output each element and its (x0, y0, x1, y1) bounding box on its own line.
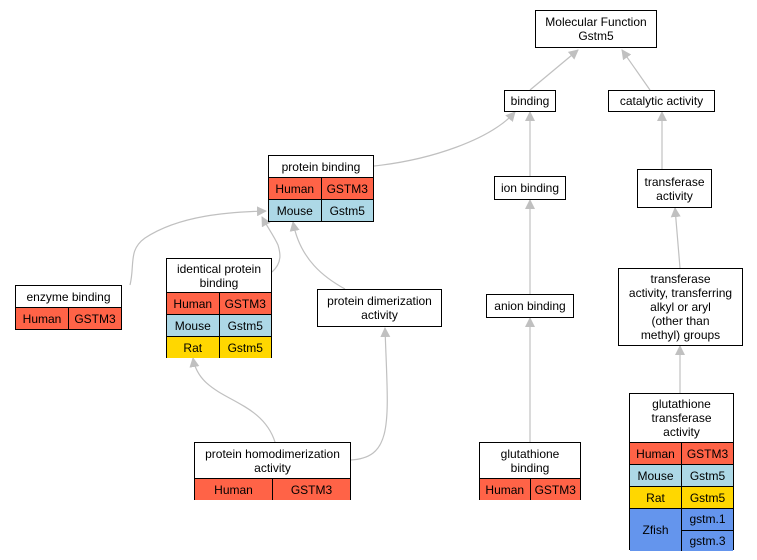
gene-label[interactable]: gstm.3 (682, 530, 733, 551)
gene-label[interactable]: gstm.1 (689, 512, 726, 526)
node-molecular-function[interactable]: Molecular Function Gstm5 (535, 10, 657, 48)
edge-dimerization-to-protein-binding (289, 221, 346, 290)
gene-label[interactable]: Gstm5 (681, 464, 733, 487)
node-catalytic-activity-label: catalytic activity (619, 94, 704, 108)
gene-label[interactable]: Gstm5 (320, 199, 373, 221)
edge-homodimerization-to-identical (189, 357, 276, 443)
species-label: Mouse (269, 199, 321, 221)
gene-label[interactable]: GSTM3 (218, 292, 271, 315)
node-identical-protein-binding-label: identical protein binding (176, 261, 262, 290)
node-protein-dimerization-activity-label: protein dimerization activity (327, 294, 432, 322)
node-enzyme-binding-label: enzyme binding (26, 289, 111, 304)
edge-alkyl-to-transferase (670, 207, 681, 269)
edge-catalytic-to-mf (621, 49, 651, 91)
gene-label[interactable]: Gstm5 (681, 486, 733, 509)
species-label: Human (269, 177, 321, 200)
node-ion-binding[interactable]: ion binding (494, 176, 566, 200)
species-label: Rat (167, 336, 219, 358)
species-label: Human (195, 478, 273, 500)
gene-label[interactable]: GSTM3 (68, 307, 121, 329)
species-label: Human (16, 307, 69, 329)
species-label: Zfish (630, 508, 682, 551)
gene-label[interactable]: Gstm5 (218, 336, 271, 358)
gene-label[interactable]: GSTM3 (272, 478, 350, 500)
edge-binding-to-mf (529, 49, 579, 91)
node-transferase-activity[interactable]: transferase activity (637, 169, 712, 208)
node-anion-binding-label: anion binding (494, 299, 566, 313)
species-label: Rat (630, 486, 682, 509)
node-protein-dimerization-activity[interactable]: protein dimerization activity (317, 289, 442, 327)
species-label: Human (480, 478, 530, 500)
edge-identical-to-protein-binding (261, 216, 281, 273)
species-label: Human (167, 292, 219, 315)
node-ion-binding-label: ion binding (500, 181, 560, 195)
node-transferase-alkyl-aryl-label: transferase activity, transferring alkyl… (628, 272, 733, 342)
node-transferase-activity-label: transferase activity (644, 174, 705, 203)
gene-label[interactable]: Gstm5 (218, 314, 271, 337)
node-anion-binding[interactable]: anion binding (486, 294, 574, 318)
node-glutathione-binding-label: glutathione binding (500, 446, 560, 475)
node-catalytic-activity[interactable]: catalytic activity (608, 90, 715, 112)
node-protein-homodimerization-activity-label: protein homodimerization activity (205, 446, 340, 475)
node-transferase-alkyl-aryl[interactable]: transferase activity, transferring alkyl… (618, 268, 743, 346)
node-protein-binding-label: protein binding (281, 159, 361, 174)
node-glutathione-transferase-activity-label: glutathione transferase activity (651, 397, 712, 439)
species-label: Human (630, 442, 682, 465)
gene-row-zfish: Zfish gstm.1 gstm.3 (630, 508, 733, 551)
gene-label[interactable]: GSTM3 (320, 177, 373, 200)
node-binding-label: binding (510, 94, 550, 108)
species-label: Mouse (630, 464, 682, 487)
gene-label[interactable]: GSTM3 (681, 442, 733, 465)
edge-enzyme-binding-to-protein-binding (129, 206, 267, 286)
node-molecular-function-label: Molecular Function Gstm5 (545, 15, 647, 43)
edge-protein-binding-to-binding (373, 111, 516, 167)
species-label: Mouse (167, 314, 219, 337)
node-binding[interactable]: binding (504, 90, 556, 112)
gene-label[interactable]: GSTM3 (529, 478, 580, 500)
edge-homodimerization-to-dimerization (349, 327, 391, 461)
